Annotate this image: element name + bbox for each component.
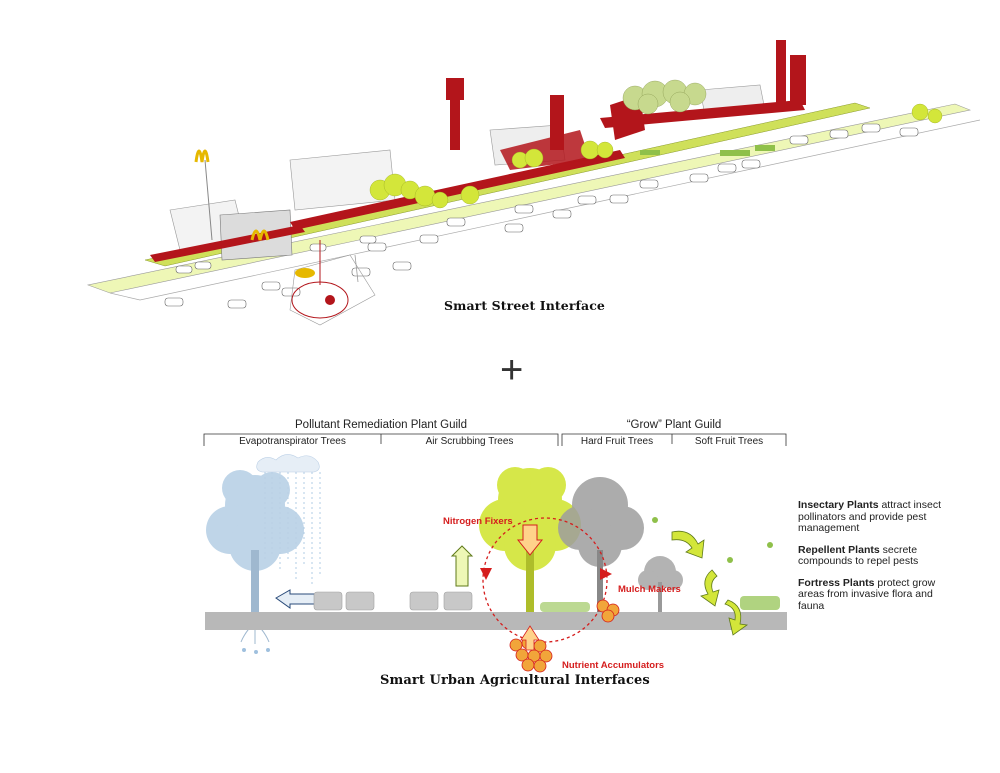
sub-label-evapotranspirator-trees: Evapotranspirator Trees bbox=[204, 436, 381, 447]
sub-label-air-scrubbing-trees: Air Scrubbing Trees bbox=[381, 436, 558, 447]
legend-repellent: Repellent Plants secrete compounds to re… bbox=[798, 545, 958, 568]
smart-street-caption: Smart Street Interface bbox=[444, 298, 605, 313]
sub-label-soft-fruit-trees: Soft Fruit Trees bbox=[672, 436, 786, 447]
sub-label-hard-fruit-trees: Hard Fruit Trees bbox=[562, 436, 672, 447]
smart-street-illustration bbox=[0, 0, 1000, 330]
street-axonometric-drawing bbox=[0, 0, 1000, 330]
mulch-makers-label: Mulch Makers bbox=[618, 584, 681, 595]
legend-fortress: Fortress Plants protect grow areas from … bbox=[798, 578, 958, 613]
guild-label-pollutant-remediation: Pollutant Remediation Plant Guild bbox=[204, 419, 558, 431]
plus-sign: + bbox=[500, 350, 523, 390]
nitrogen-fixers-label: Nitrogen Fixers bbox=[443, 516, 513, 527]
smart-urban-agricultural-caption: Smart Urban Agricultural Interfaces bbox=[380, 673, 650, 688]
plant-legend: Insectary Plants attract insect pollinat… bbox=[798, 500, 958, 622]
nutrient-accumulators-label: Nutrient Accumulators bbox=[562, 660, 664, 671]
guild-label-grow: “Grow” Plant Guild bbox=[562, 419, 786, 431]
legend-insectary: Insectary Plants attract insect pollinat… bbox=[798, 500, 958, 535]
